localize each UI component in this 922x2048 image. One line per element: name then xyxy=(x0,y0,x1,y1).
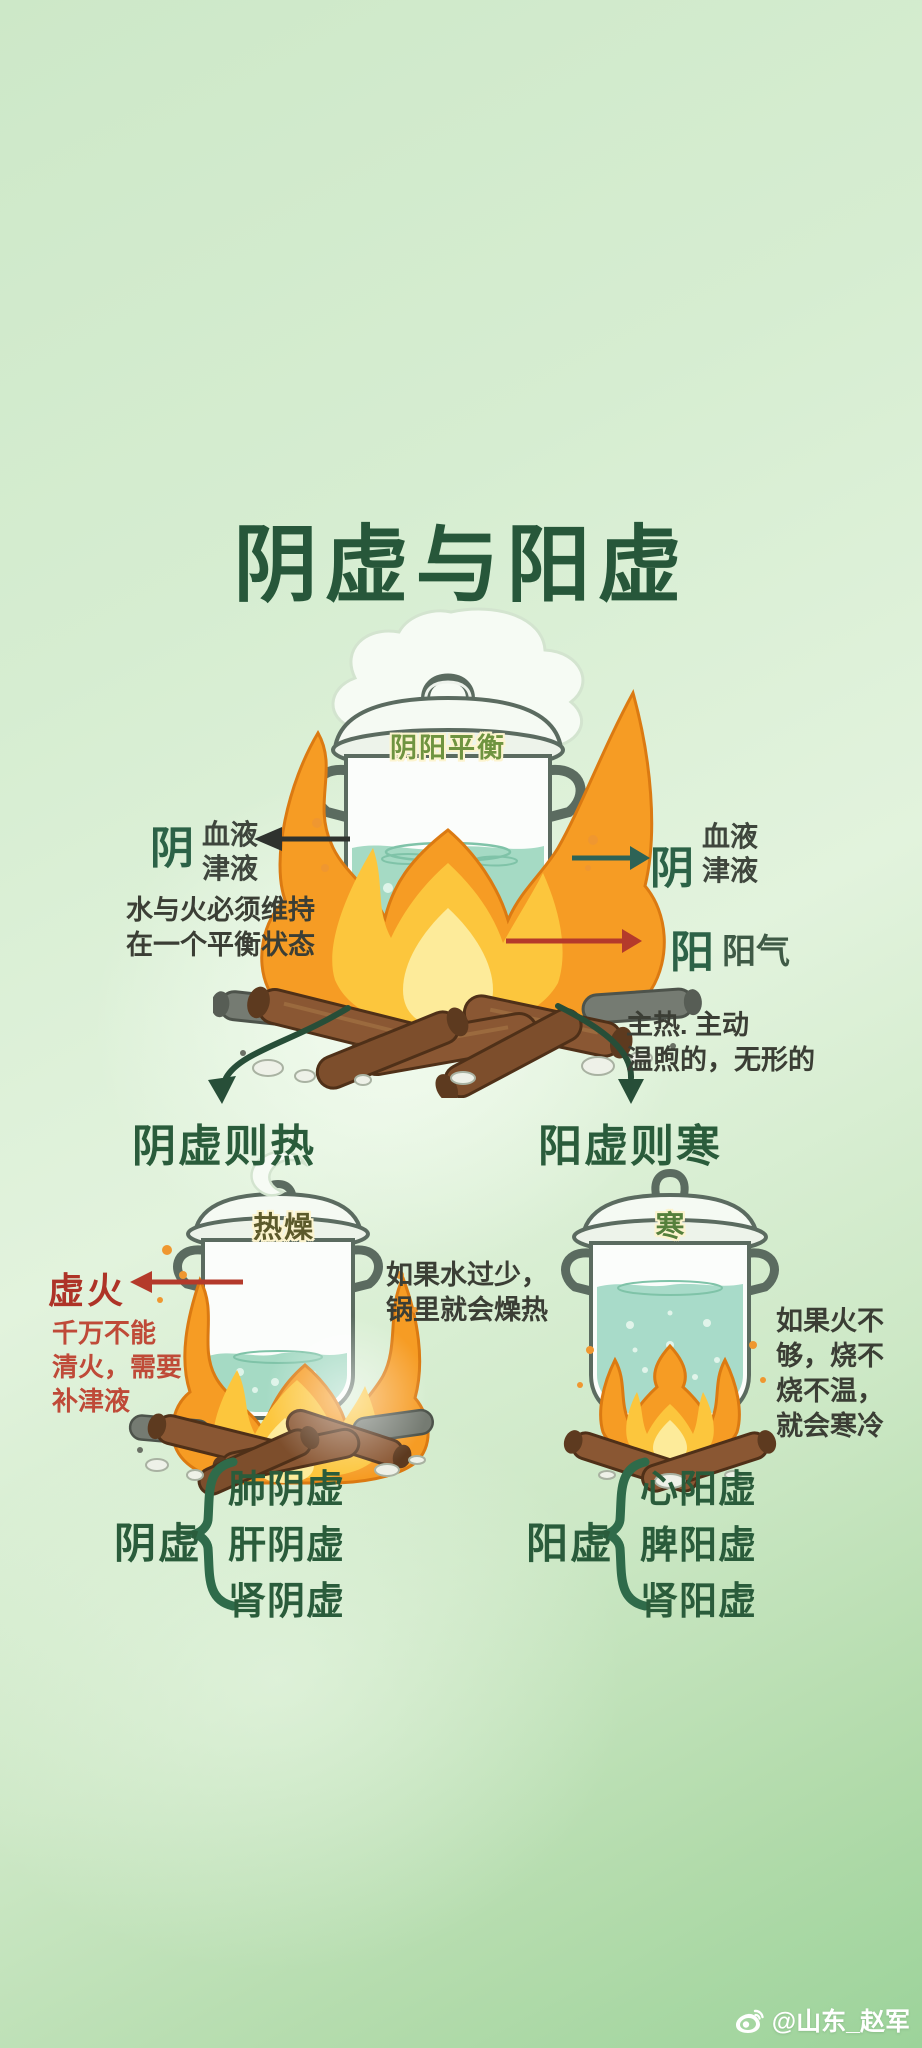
yin-group-brace xyxy=(180,1457,238,1611)
firewood-logs xyxy=(213,986,702,1098)
yang-note: 主热. 主动温煦的，无形的 xyxy=(626,1008,815,1078)
yang-qi-label: 阳气 xyxy=(722,933,790,971)
yin-deficiency-group-term: 阴虚 xyxy=(114,1520,203,1567)
balance-note-line2: 在一个平衡状态 xyxy=(126,930,315,960)
yang-term: 阳 xyxy=(670,928,714,977)
yin-group-item-lung: 肺阴虚 xyxy=(228,1469,346,1511)
left-sparks xyxy=(157,1245,418,1313)
right-sparks xyxy=(577,1341,766,1388)
watermark-handle: @山东_赵军 xyxy=(771,2008,910,2036)
yin-left-line2: 津液 xyxy=(202,853,259,884)
yang-note-line1: 主热. 主动 xyxy=(626,1010,750,1040)
yin-group-item-liver: 肝阴虚 xyxy=(228,1525,346,1567)
right-pot-lid-label: 寒 xyxy=(655,1211,685,1243)
yin-right-line1: 血液 xyxy=(702,821,759,852)
branch-label-yang-deficiency-cold: 阳虚则寒 xyxy=(538,1122,722,1171)
right-note-line2: 够，烧不 xyxy=(776,1341,884,1371)
yang-group-item-heart: 心阳虚 xyxy=(640,1469,758,1511)
arrow-yang xyxy=(506,929,642,953)
yin-right-line2: 津液 xyxy=(702,855,759,886)
left-pot-note: 如果水过少， 锅里就会燥热 xyxy=(386,1258,548,1328)
deficient-fire-label: 虚火 xyxy=(48,1270,127,1311)
right-note-line3: 烧不温， xyxy=(776,1376,884,1406)
warning-line1: 千万不能 xyxy=(52,1318,157,1348)
yang-note-line2: 温煦的，无形的 xyxy=(626,1045,815,1075)
yin-right-term: 阴 xyxy=(650,844,694,893)
stones xyxy=(240,1043,676,1086)
balance-note: 水与火必须维持在一个平衡状态 xyxy=(126,893,315,963)
arrow-right-yin xyxy=(572,846,650,870)
right-note-line4: 就会寒冷 xyxy=(776,1411,884,1441)
soft-light-blob xyxy=(265,1315,430,1480)
main-campfire xyxy=(260,689,666,1040)
left-pot-lid-label: 热燥 xyxy=(252,1212,316,1244)
yin-group-item-kidney: 肾阴虚 xyxy=(228,1581,346,1623)
yin-left-description: 血液津液 xyxy=(202,818,258,886)
balance-note-line1: 水与火必须维持 xyxy=(126,895,315,925)
yin-left-line1: 血液 xyxy=(202,819,259,850)
deficient-fire-warning: 千万不能清火，需要补津液 xyxy=(52,1316,182,1418)
small-steam-curl xyxy=(250,1150,309,1197)
arrow-left-yin xyxy=(254,827,350,851)
arrow-branch-left xyxy=(208,1005,351,1104)
yin-left-term: 阴 xyxy=(150,824,194,873)
arrow-branch-right xyxy=(555,1003,644,1104)
left-note-line1: 如果水过少， xyxy=(386,1260,548,1290)
arrow-deficient-fire xyxy=(130,1271,243,1293)
right-note-line1: 如果火不 xyxy=(776,1306,884,1336)
right-pot-note: 如果火不够，烧不烧不温， 就会寒冷 xyxy=(776,1304,884,1444)
yang-group-item-kidney: 肾阳虚 xyxy=(640,1581,758,1623)
weibo-icon xyxy=(735,2009,764,2033)
page-title: 阴虚与阳虚 xyxy=(233,520,689,613)
right-stones xyxy=(598,1470,742,1489)
yin-right-description: 血液津液 xyxy=(702,820,758,888)
embers xyxy=(312,818,598,872)
branch-label-yin-deficiency-heat: 阴虚则热 xyxy=(132,1122,316,1171)
yang-group-brace xyxy=(592,1457,650,1611)
main-pot-scene-illustration xyxy=(213,607,702,1098)
main-pot-lid-label: 阴阳平衡 xyxy=(390,733,506,763)
yang-group-item-spleen: 脾阳虚 xyxy=(640,1525,758,1567)
yang-deficiency-group-term: 阳虚 xyxy=(526,1520,615,1567)
left-note-line2: 锅里就会燥热 xyxy=(386,1295,548,1325)
watermark: @山东_赵军 xyxy=(735,2002,910,2038)
warning-line2: 清火，需要 xyxy=(52,1352,183,1382)
warning-line3: 补津液 xyxy=(52,1386,131,1416)
